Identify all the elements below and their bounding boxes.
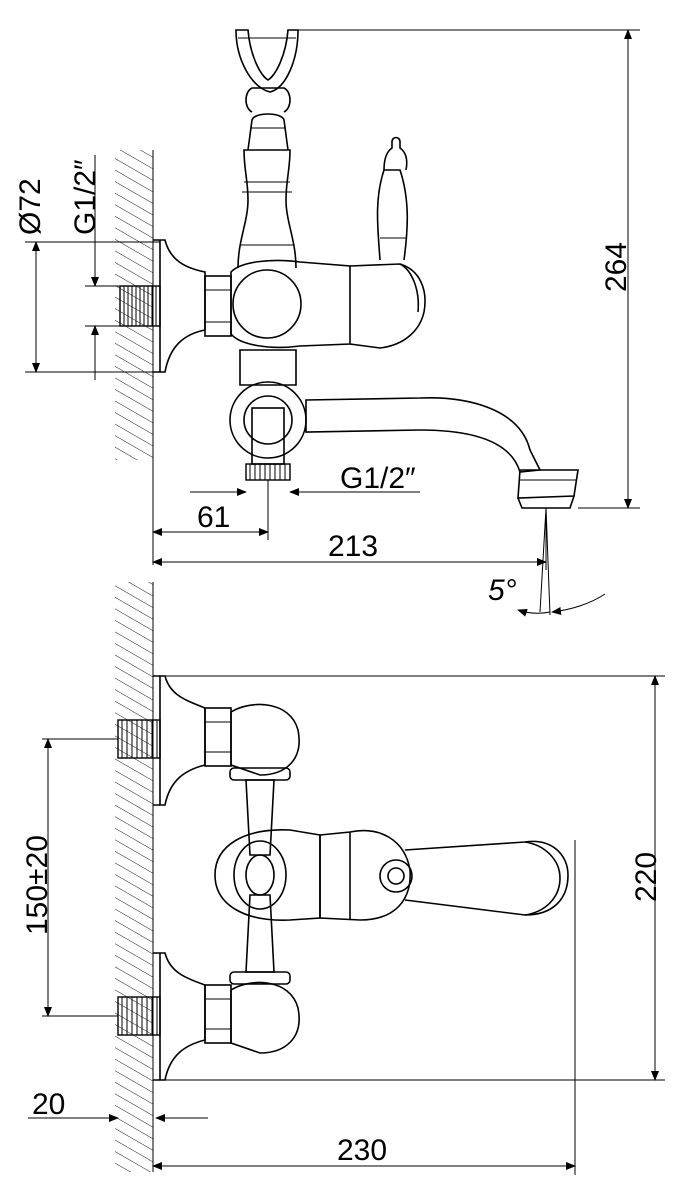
central-body-front [214, 829, 321, 921]
bottom-view: 220 150±20 20 230 [21, 582, 665, 1175]
dim-150: 150±20 [21, 835, 54, 935]
threaded-outlet [245, 463, 291, 481]
wall-hatch-top [115, 150, 153, 460]
spout [305, 397, 542, 473]
dim-g12-left: G1/2″ [69, 159, 102, 235]
dim-diameter-72: Ø72 [14, 178, 47, 235]
dim-g12-right: G1/2″ [340, 462, 416, 495]
lever-handle [349, 263, 426, 349]
dim-20: 20 [32, 1088, 65, 1121]
mixer-body-top [230, 259, 351, 349]
lever-housing [319, 829, 411, 921]
dim-230: 230 [337, 1134, 387, 1167]
hex-nut-lower [204, 984, 232, 1044]
hex-nut-top [204, 275, 232, 337]
dim-213: 213 [328, 530, 378, 563]
dim-5-degree: 5° [488, 574, 517, 607]
hose-holder-fork [235, 29, 299, 93]
lever-front [404, 840, 569, 916]
bridge-column [245, 779, 275, 973]
diverter-body [239, 349, 297, 386]
eccentric-lower [230, 981, 300, 1054]
shower-holder-column [237, 149, 297, 269]
dim-220: 220 [630, 852, 663, 902]
hex-nut-upper [204, 707, 232, 767]
dim-61: 61 [197, 501, 230, 534]
dim-264: 264 [600, 242, 633, 292]
wall-hatch-bottom [115, 582, 153, 1172]
top-view: Ø72 G1/2″ 264 G1/2″ 61 213 5° [14, 29, 640, 617]
eccentric-upper [230, 703, 300, 776]
